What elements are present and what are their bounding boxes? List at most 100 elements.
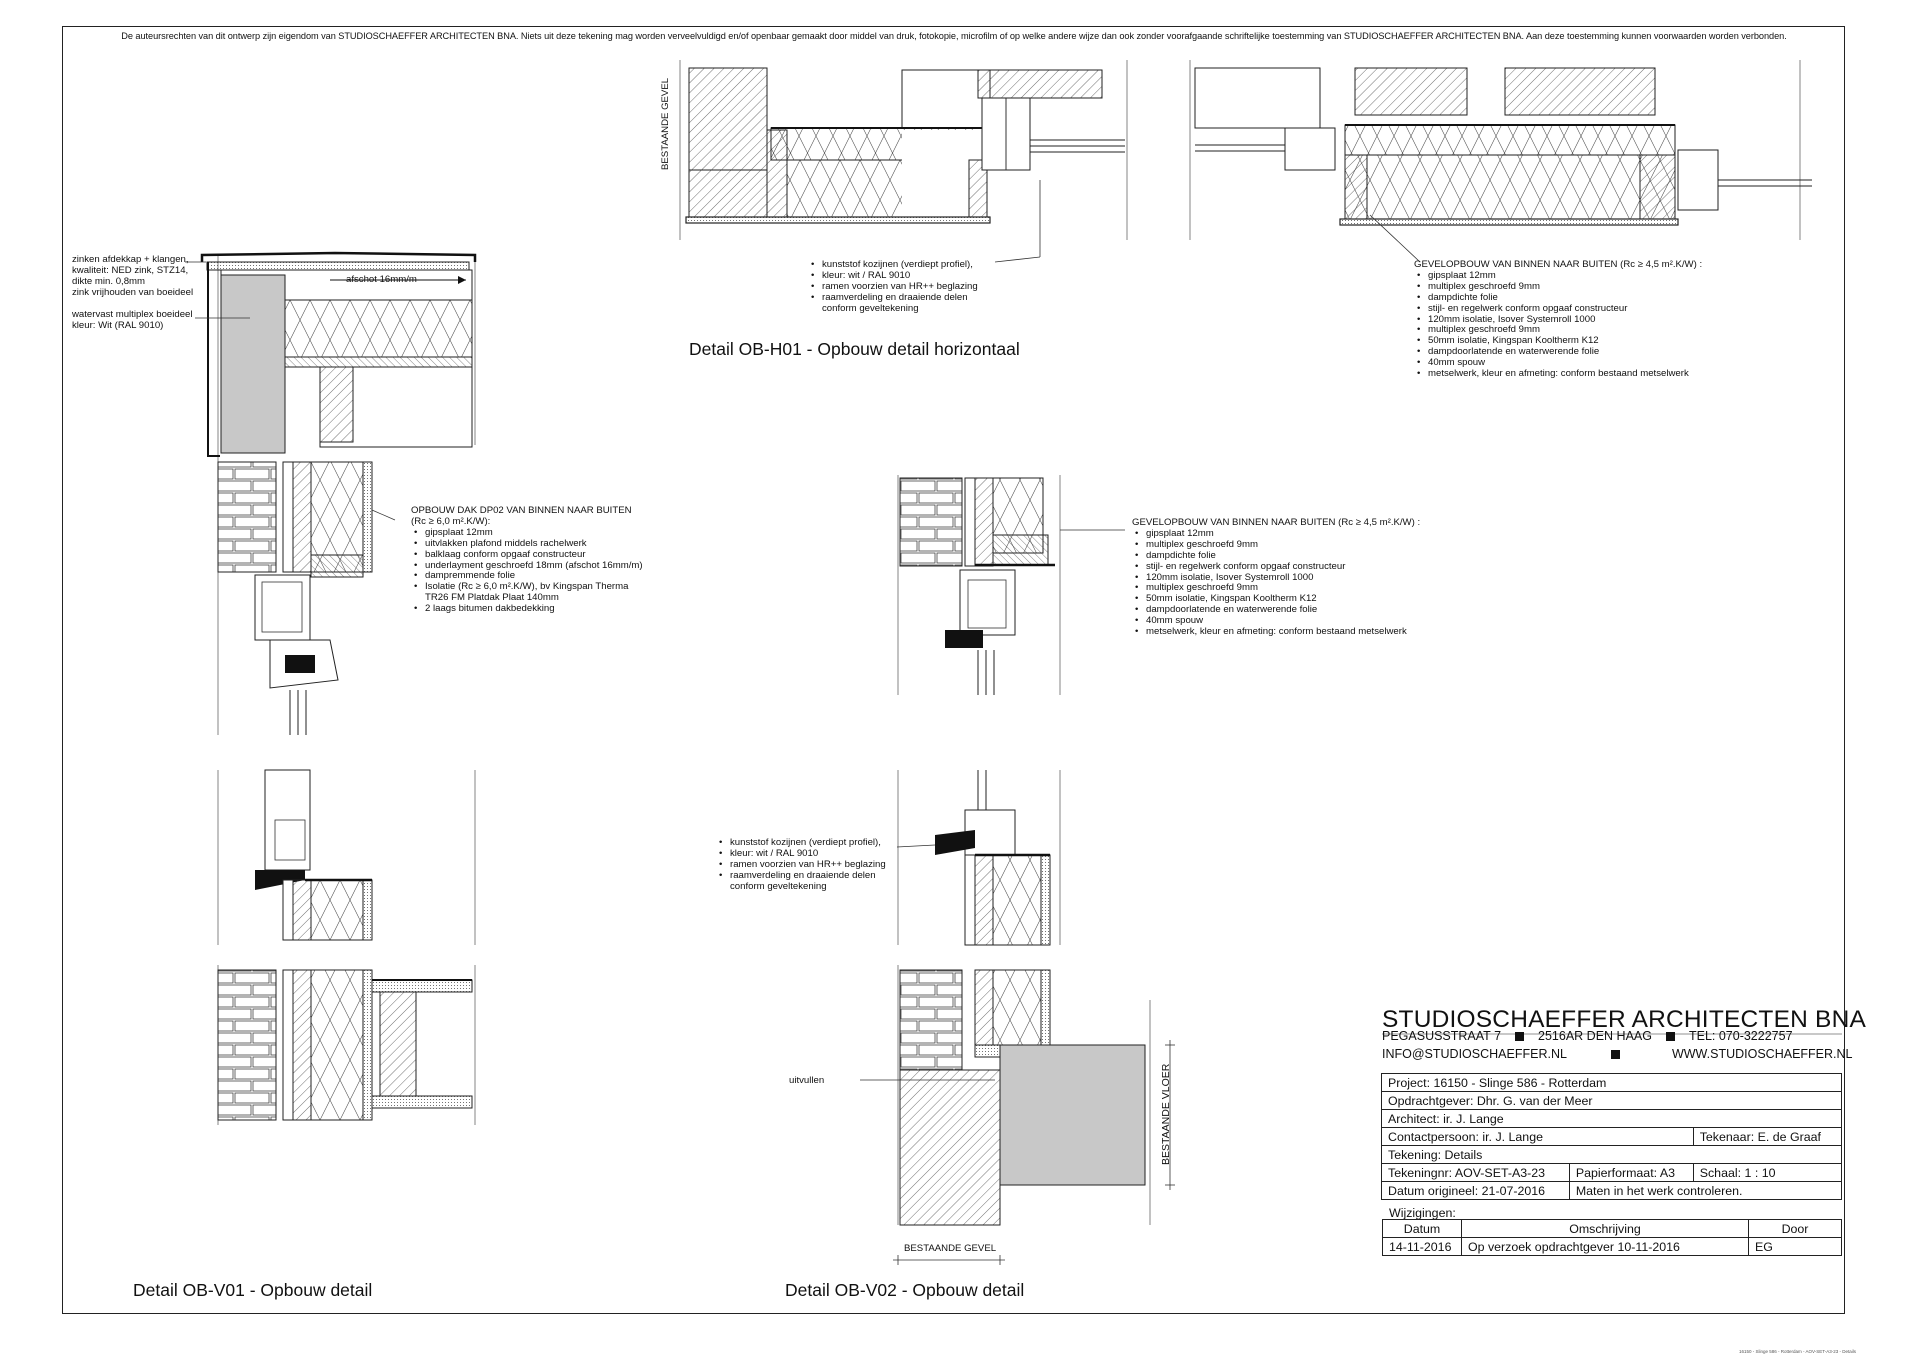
facade-item: metselwerk, kleur en afmeting: conform b… <box>1132 626 1420 638</box>
revision-description: Op verzoek opdrachtgever 10-11-2016 <box>1461 1237 1749 1256</box>
facade-item: dampdoorlatende en waterwerende folie <box>1132 604 1420 616</box>
footer-reference: 16150 - Slinge 586 - Rotterdam - AOV-SET… <box>1738 1349 1856 1354</box>
firm-email: INFO@STUDIOSCHAEFFER.NL <box>1382 1047 1567 1061</box>
client-cell: Opdrachtgever: Dhr. G. van der Meer <box>1381 1091 1842 1110</box>
draftsman-cell: Tekenaar: E. de Graaf <box>1692 1127 1843 1146</box>
firm-contact-line: INFO@STUDIOSCHAEFFER.NL WWW.STUDIOSCHAEFF… <box>1382 1047 1853 1061</box>
detail-title-h01: Detail OB-H01 - Opbouw detail horizontaa… <box>689 339 1020 359</box>
architect-cell: Architect: ir. J. Lange <box>1381 1109 1842 1128</box>
facade-item: 40mm spouw <box>1132 615 1420 627</box>
window-item-continued: conform geveltekening <box>730 880 827 892</box>
revision-author-header: Door <box>1748 1219 1842 1238</box>
revisions-table: Datum Omschrijving Door 14-11-2016 Op ve… <box>1382 1219 1842 1256</box>
detail-v02-drawing <box>860 475 1175 1265</box>
titleblock-table: Project: 16150 - Slinge 586 - Rotterdam … <box>1381 1073 1843 1200</box>
facade-buildup-note-h01: GEVELOPBOUW VAN BINNEN NAAR BUITEN (Rc ≥… <box>1414 259 1703 380</box>
window-item: kleur: wit / RAL 9010 <box>808 270 978 282</box>
roof-item-continued: TR26 FM Platdak Plaat 140mm <box>425 592 559 604</box>
firm-phone: TEL: 070-3222757 <box>1688 1029 1793 1043</box>
window-item: kunststof kozijnen (verdiept profiel), <box>716 837 886 849</box>
separator-square <box>1665 1032 1675 1042</box>
zinc-line-4: zink vrijhouden van boeideel <box>72 286 194 298</box>
detail-v01-drawing <box>185 251 477 1125</box>
detail-title-v01: Detail OB-V01 - Opbouw detail <box>133 1280 373 1300</box>
bestaande-vloer-label: BESTAANDE VLOER <box>1160 1063 1172 1165</box>
window-frame-note-v02: kunststof kozijnen (verdiept profiel), k… <box>716 837 886 893</box>
firm-name: STUDIOSCHAEFFER ARCHITECTEN BNA <box>1382 1006 1866 1033</box>
window-item: raamverdeling en draaiende delen <box>716 870 886 882</box>
facade-heading: GEVELOPBOUW VAN BINNEN NAAR BUITEN (Rc ≥… <box>1414 259 1703 270</box>
copyright-notice: De auteursrechten van dit ontwerp zijn e… <box>121 31 1787 41</box>
facade-item: stijl- en regelwerk conform opgaaf const… <box>1132 561 1420 573</box>
facade-item: 40mm spouw <box>1414 357 1702 369</box>
roof-item: 2 laags bitumen dakbedekking <box>411 603 643 615</box>
roof-buildup-note: OPBOUW DAK DP02 VAN BINNEN NAAR BUITEN (… <box>411 505 643 615</box>
roof-heading-rc: (Rc ≥ 6,0 m².K/W): <box>411 515 491 527</box>
facade-item: multiplex geschroefd 9mm <box>1414 281 1702 293</box>
scale-cell: Schaal: 1 : 10 <box>1692 1163 1843 1182</box>
roof-item: Isolatie (Rc ≥ 6,0 m².K/W), bv Kingspan … <box>411 581 643 593</box>
separator-square <box>1610 1050 1620 1060</box>
roof-item: dampremmende folie <box>411 571 643 583</box>
bestaande-gevel-vertical-label: BESTAANDE GEVEL <box>660 77 671 170</box>
uitvullen-label: uitvullen <box>789 1075 825 1086</box>
zinc-line-2: kwaliteit: NED zink, STZ14, <box>72 264 189 276</box>
facade-item: dampdichte folie <box>1414 292 1702 304</box>
bestaande-gevel-label: BESTAANDE GEVEL <box>904 1243 997 1254</box>
facade-item: metselwerk, kleur en afmeting: conform b… <box>1414 368 1702 380</box>
original-date-cell: Datum origineel: 21-07-2016 <box>1381 1181 1570 1200</box>
facade-item: 120mm isolatie, Isover Systemroll 1000 <box>1132 572 1420 584</box>
window-item: ramen voorzien van HR++ beglazing <box>716 859 886 871</box>
window-item: ramen voorzien van HR++ beglazing <box>808 281 978 293</box>
revision-author: EG <box>1748 1237 1842 1256</box>
facade-item: stijl- en regelwerk conform opgaaf const… <box>1414 303 1702 315</box>
drawing-number-cell: Tekeningnr: AOV-SET-A3-23 <box>1381 1163 1570 1182</box>
window-frame-note-h01: kunststof kozijnen (verdiept profiel), k… <box>808 259 978 315</box>
facade-item: 50mm isolatie, Kingspan Kooltherm K12 <box>1132 593 1420 605</box>
roof-item: underlayment geschroefd 18mm (afschot 16… <box>411 560 643 572</box>
detail-title-v02: Detail OB-V02 - Opbouw detail <box>785 1280 1025 1300</box>
firm-website: WWW.STUDIOSCHAEFFER.NL <box>1671 1047 1853 1061</box>
facade-item: multiplex geschroefd 9mm <box>1132 539 1420 551</box>
zinc-line-1: zinken afdekkap + klangen, <box>72 254 189 265</box>
zinc-cap-note: zinken afdekkap + klangen, kwaliteit: NE… <box>72 254 194 299</box>
project-cell: Project: 16150 - Slinge 586 - Rotterdam <box>1381 1073 1842 1092</box>
revision-date: 14-11-2016 <box>1382 1237 1462 1256</box>
facade-buildup-note-v02: GEVELOPBOUW VAN BINNEN NAAR BUITEN (Rc ≥… <box>1132 517 1421 638</box>
facade-item: gipsplaat 12mm <box>1132 528 1420 540</box>
roof-item: uitvlakken plafond middels rachelwerk <box>411 538 643 550</box>
boeideel-line-1: watervast multiplex boeideel <box>72 309 193 320</box>
dimensions-note-cell: Maten in het werk controleren. <box>1568 1181 1843 1200</box>
window-item: raamverdeling en draaiende delen <box>808 292 978 304</box>
window-item: kleur: wit / RAL 9010 <box>716 848 886 860</box>
detail-h01-drawing <box>679 60 1812 263</box>
facade-item: dampdoorlatende en waterwerende folie <box>1414 346 1702 358</box>
facade-item: gipsplaat 12mm <box>1414 270 1702 282</box>
facade-item: 120mm isolatie, Isover Systemroll 1000 <box>1414 314 1702 326</box>
revisions-heading: Wijzigingen: <box>1389 1206 1456 1220</box>
facade-item: multiplex geschroefd 9mm <box>1414 325 1702 337</box>
afschot-label: afschot 16mm/m <box>346 274 417 285</box>
revision-date-header: Datum <box>1382 1219 1462 1238</box>
paper-size-cell: Papierformaat: A3 <box>1568 1163 1694 1182</box>
window-item-continued: conform geveltekening <box>822 302 919 314</box>
facade-heading: GEVELOPBOUW VAN BINNEN NAAR BUITEN (Rc ≥… <box>1132 517 1421 528</box>
firm-address: PEGASUSSTRAAT 7 <box>1382 1029 1502 1043</box>
contact-cell: Contactpersoon: ir. J. Lange <box>1381 1127 1694 1146</box>
roof-item: balklaag conform opgaaf constructeur <box>411 549 643 561</box>
boeideel-note: watervast multiplex boeideel kleur: Wit … <box>72 309 193 332</box>
facade-item: multiplex geschroefd 9mm <box>1132 583 1420 595</box>
roof-item: gipsplaat 12mm <box>411 527 643 539</box>
roof-heading: OPBOUW DAK DP02 VAN BINNEN NAAR BUITEN <box>411 505 632 516</box>
firm-city: 2516AR DEN HAAG <box>1538 1029 1652 1043</box>
boeideel-line-2: kleur: Wit (RAL 9010) <box>72 319 164 331</box>
drawing-frame <box>62 26 1845 1314</box>
firm-address-line: PEGASUSSTRAAT 7 2516AR DEN HAAG TEL: 070-3… <box>1382 1029 1793 1043</box>
zinc-line-3: dikte min. 0,8mm <box>72 275 146 287</box>
facade-item: 50mm isolatie, Kingspan Kooltherm K12 <box>1414 335 1702 347</box>
drawing-cell: Tekening: Details <box>1381 1145 1842 1164</box>
separator-square <box>1515 1032 1525 1042</box>
revision-description-header: Omschrijving <box>1461 1219 1749 1238</box>
window-item: kunststof kozijnen (verdiept profiel), <box>808 259 978 271</box>
